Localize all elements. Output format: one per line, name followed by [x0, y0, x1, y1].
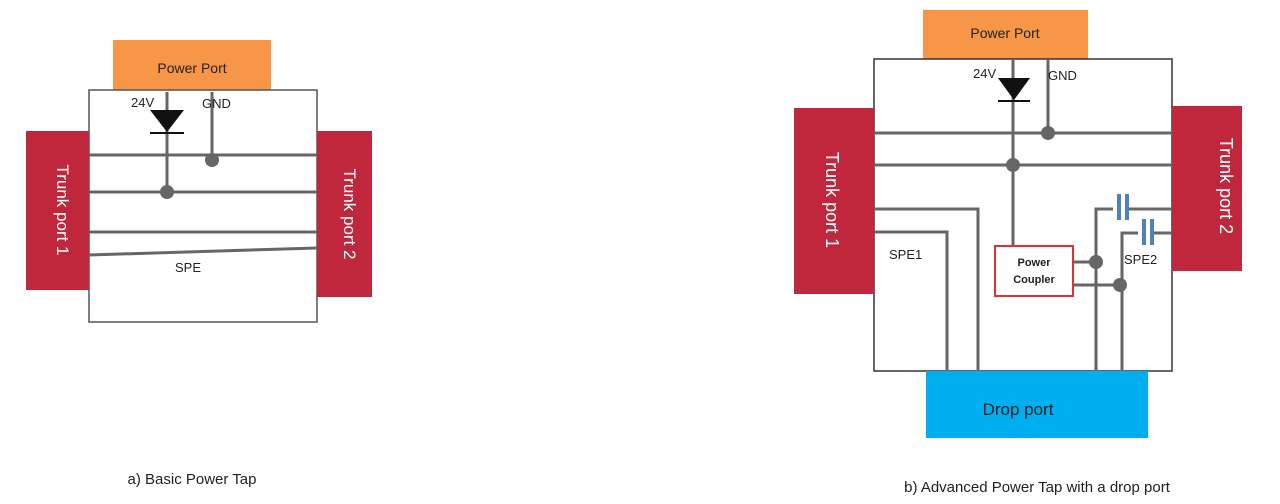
- tap-enclosure-a: [88, 89, 318, 323]
- trunk-port-2-box-a: [317, 131, 372, 297]
- spe-line-bottom-a: [88, 246, 318, 257]
- trunk-port-1-box-b: [794, 108, 874, 294]
- caption-b: b) Advanced Power Tap with a drop port: [904, 479, 1171, 496]
- junction-dot-spe2-outer-b: [1089, 255, 1103, 269]
- advanced-power-tap-diagram: Power Port: [794, 10, 1242, 496]
- power-port-label-a: Power Port: [157, 60, 226, 76]
- power-port-label-b: Power Port: [970, 25, 1039, 41]
- label-spe-a: SPE: [175, 260, 201, 275]
- capacitor-icon-2: [1138, 219, 1154, 245]
- power-coupler-label-line2: Coupler: [1013, 274, 1055, 286]
- power-coupler-box: [994, 245, 1074, 297]
- label-spe1-b: SPE1: [889, 247, 922, 262]
- junction-dot-gnd-a: [205, 153, 219, 167]
- spe2-line-outer-b: [1094, 207, 1172, 371]
- junction-dot-24v-b: [1006, 158, 1020, 172]
- junction-dot-gnd-b: [1041, 126, 1055, 140]
- spe1-line-outer-b: [874, 207, 980, 371]
- label-spe2-b: SPE2: [1124, 252, 1157, 267]
- trunk-port-2-label-a: Trunk port 2: [340, 168, 359, 259]
- trunk-port-1-box-a: [26, 131, 89, 290]
- drop-port-label: Drop port: [983, 400, 1054, 419]
- spe2-line-inner-b: [1120, 231, 1172, 371]
- power-port-box-b: [923, 10, 1088, 59]
- caption-a: a) Basic Power Tap: [128, 471, 257, 488]
- label-24v-b: 24V: [973, 66, 996, 81]
- label-gnd-a: GND: [202, 96, 231, 111]
- drop-port-box: [926, 371, 1148, 438]
- diode-icon-a: [150, 110, 184, 132]
- label-gnd-b: GND: [1048, 68, 1077, 83]
- capacitor-icon-1: [1113, 194, 1129, 220]
- junction-dot-24v-a: [160, 185, 174, 199]
- trunk-port-2-label-b: Trunk port 2: [1216, 138, 1236, 234]
- basic-power-tap-diagram: Power Port 24V GND SPE Trunk port 1 Trun…: [26, 40, 372, 488]
- junction-dot-spe2-inner-b: [1113, 278, 1127, 292]
- spe1-line-inner-b: [874, 230, 949, 371]
- power-coupler-label-line1: Power: [1017, 257, 1051, 269]
- diode-icon-b: [998, 78, 1030, 100]
- power-port-box-a: [113, 40, 271, 90]
- label-24v-a: 24V: [131, 95, 154, 110]
- trunk-port-1-label-a: Trunk port 1: [53, 164, 72, 255]
- trunk-port-2-box-b: [1172, 106, 1242, 271]
- trunk-port-1-label-b: Trunk port 1: [822, 152, 842, 248]
